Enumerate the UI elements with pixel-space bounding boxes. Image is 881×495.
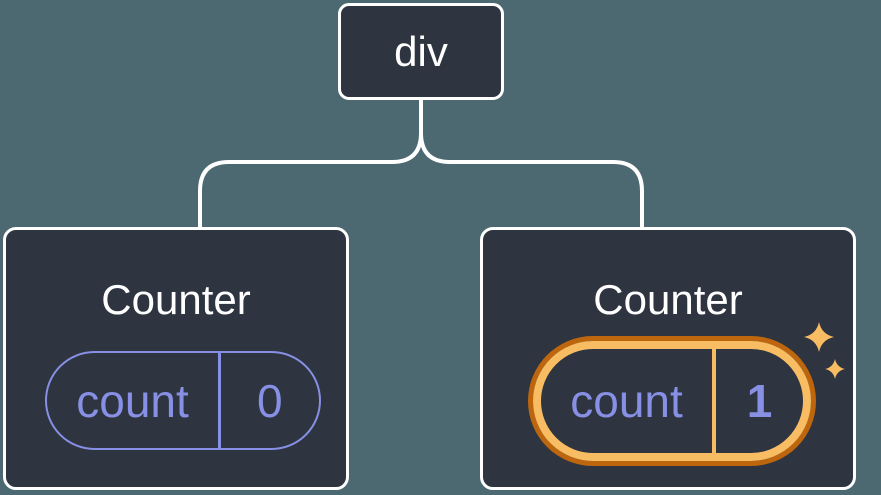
connector-left-branch: [198, 100, 423, 228]
sparkles-icon: [804, 322, 845, 379]
state-key-label: count: [570, 375, 683, 427]
counter-card-left: Counter count 0: [3, 227, 349, 490]
state-pill-highlighted: count 1: [533, 341, 811, 461]
sparkle-small: [825, 359, 845, 379]
sparkle-large: [804, 322, 834, 352]
connector-right-branch: [419, 100, 644, 228]
state-pill: count 0: [45, 351, 321, 450]
state-key-label: count: [76, 374, 189, 427]
state-value: 0: [256, 374, 283, 427]
root-node-label: div: [394, 27, 448, 75]
pill-divider: [712, 349, 716, 453]
pill-divider: [218, 353, 221, 448]
component-title: Counter: [101, 276, 251, 323]
root-node: div: [338, 3, 504, 100]
state-value: 1: [746, 375, 773, 427]
component-title: Counter: [593, 276, 743, 323]
counter-card-right: Counter count 1: [480, 227, 856, 490]
